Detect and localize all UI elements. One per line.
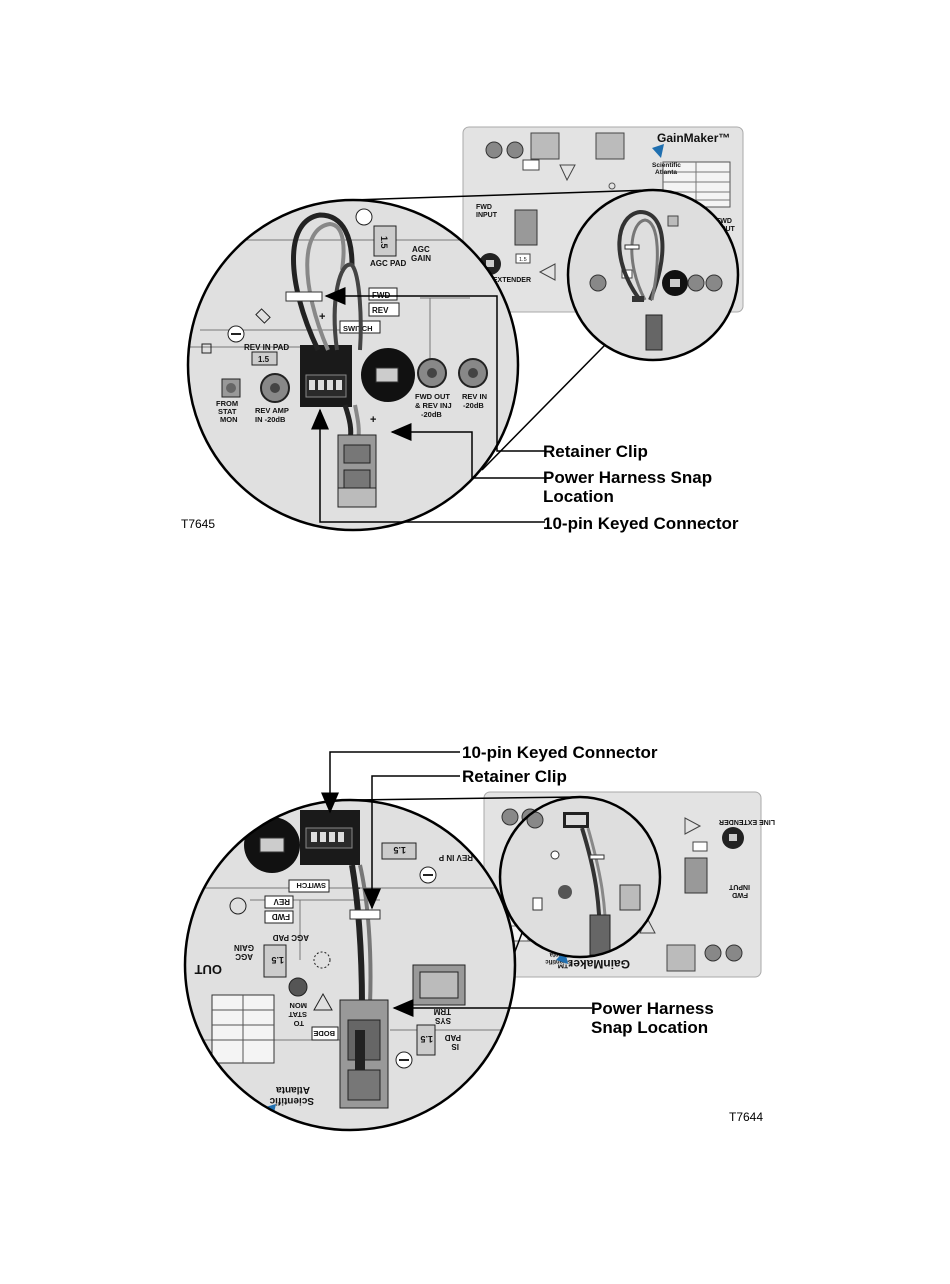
callout-retainer-clip: Retainer Clip xyxy=(543,442,648,461)
module-inner-zoom xyxy=(568,190,738,360)
zoom-agc-pad: AGC PAD xyxy=(370,259,407,268)
zoom-agc-pad-value: 1.5 xyxy=(271,955,284,965)
callout-power-harness-1: Power Harness Snap xyxy=(543,468,713,487)
callout-connector: 10-pin Keyed Connector xyxy=(543,514,739,533)
figure-id: T7644 xyxy=(729,1110,764,1124)
module-fwd-input-1: FWD xyxy=(732,891,748,898)
bottom-zoom-detail: 1.5 REV IN P SWITCH REV FWD + xyxy=(185,800,515,1130)
zoom-out: OUT xyxy=(195,962,223,977)
module-inner-zoom xyxy=(500,797,660,957)
zoom-rev-in-pad: REV IN PAD xyxy=(244,343,289,352)
zoom-agc-gain-1: AGC xyxy=(412,245,430,254)
zoom-rev-amp-2: IN -20dB xyxy=(255,415,286,424)
zoom-pad-value: 1.5 xyxy=(393,845,406,855)
zoom-is-pad-value: 1.5 xyxy=(420,1034,433,1044)
module-maker-1: Scientific xyxy=(545,958,572,964)
zoom-switch: SWITCH xyxy=(343,324,373,333)
zoom-fwd: FWD xyxy=(272,912,290,921)
zoom-from-stat-1: FROM xyxy=(216,399,238,408)
top-zoom-circle xyxy=(186,198,520,532)
zoom-is-pad-2: PAD xyxy=(444,1033,461,1042)
bottom-zoom-circle xyxy=(183,798,517,1132)
figure-id: T7645 xyxy=(181,517,216,531)
zoom-maker-2: Atlanta xyxy=(276,1084,310,1095)
module-fwd-input-2: INPUT xyxy=(476,212,498,219)
svg-text:+: + xyxy=(370,414,376,426)
zoom-agc-gain-1: AGC xyxy=(235,952,253,961)
module-fwd-input-1: FWD xyxy=(476,204,492,211)
figure-bottom: GainMaker™ LINE EXTENDER FWD INPUT Scien… xyxy=(0,600,950,1284)
zoom-sys-trm-1: SYS xyxy=(434,1016,451,1025)
zoom-agc-pad: AGC PAD xyxy=(272,933,309,942)
zoom-switch: SWITCH xyxy=(296,881,326,890)
callout-power-harness-2: Snap Location xyxy=(591,1018,709,1037)
callout-power-harness-1: Power Harness xyxy=(591,999,714,1018)
zoom-rev-in-2: -20dB xyxy=(463,401,484,410)
module-maker-1: Scientific xyxy=(652,162,681,169)
zoom-bode: BODE xyxy=(313,1029,335,1038)
zoom-fwd-out-2: & REV INJ xyxy=(415,401,452,410)
zoom-is-pad-1: IS xyxy=(451,1042,459,1051)
callout-power-harness-2: Location xyxy=(543,487,614,506)
zoom-rev-in-1: REV IN xyxy=(462,392,487,401)
module-maker-2: Atlanta xyxy=(655,169,677,176)
module-line-extender: LINE EXTENDER xyxy=(719,818,775,825)
zoom-sys-trm-2: TRM xyxy=(433,1007,451,1016)
zoom-rev-in-p: REV IN P xyxy=(438,853,473,862)
zoom-to-stat-1: TO xyxy=(294,1019,304,1028)
callout-connector: 10-pin Keyed Connector xyxy=(462,743,658,762)
callout-retainer-clip: Retainer Clip xyxy=(462,767,567,786)
module-fwd-output-1: FWD xyxy=(716,218,732,225)
zoom-rev-amp-1: REV AMP xyxy=(255,406,289,415)
figure-top: GainMaker™ Scientific Atlanta FWD INPUT … xyxy=(0,0,950,600)
zoom-rev: REV xyxy=(273,897,290,906)
module-fwd-input-2: INPUT xyxy=(728,883,750,890)
zoom-from-stat-2: STAT xyxy=(218,407,237,416)
zoom-fwd-out-3: -20dB xyxy=(421,410,442,419)
zoom-maker-1: Scientific xyxy=(269,1095,314,1106)
zoom-to-stat-3: MON xyxy=(290,1001,308,1010)
zoom-from-stat-3: MON xyxy=(220,415,238,424)
module-line-extender: LINE EXTENDER xyxy=(475,277,531,284)
zoom-to-stat-2: STAT xyxy=(288,1010,307,1019)
top-zoom-detail: 1.5 AGC PAD AGC GAIN FWD REV SWITCH + + … xyxy=(188,200,518,530)
figure-bottom-drawing: GainMaker™ LINE EXTENDER FWD INPUT Scien… xyxy=(183,751,775,1132)
figure-top-drawing: GainMaker™ Scientific Atlanta FWD INPUT … xyxy=(186,126,744,532)
zoom-rev: REV xyxy=(372,306,389,315)
zoom-rev-in-pad-value: 1.5 xyxy=(258,355,270,364)
module-brand: GainMaker™ xyxy=(657,131,730,145)
zoom-fwd-out-1: FWD OUT xyxy=(415,392,450,401)
svg-text:+: + xyxy=(319,311,325,323)
module-pad-value: 1.5 xyxy=(519,257,527,263)
zoom-agc-gain-2: GAIN xyxy=(411,254,431,263)
module-brand: GainMaker™ xyxy=(557,957,630,971)
zoom-agc-gain-2: GAIN xyxy=(234,943,254,952)
zoom-pad-value: 1.5 xyxy=(379,236,389,249)
